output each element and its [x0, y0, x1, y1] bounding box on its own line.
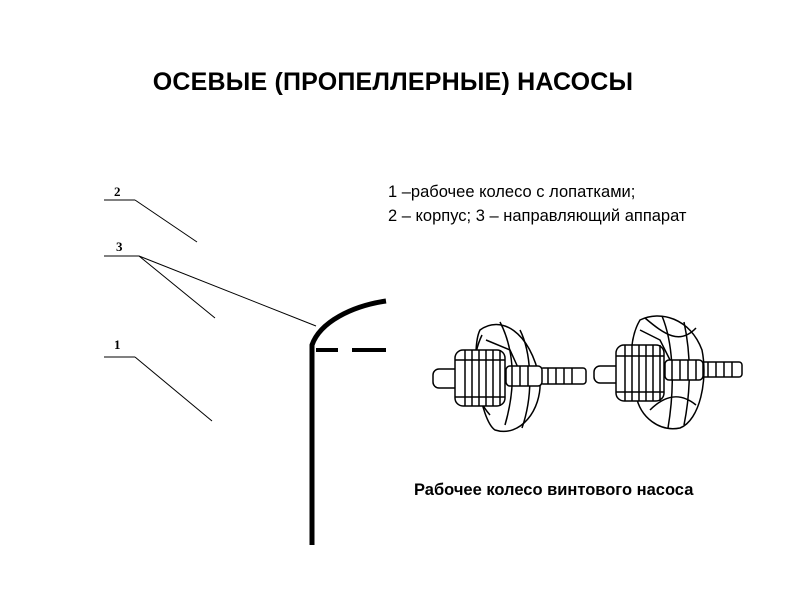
callout-leader-1 — [104, 356, 213, 422]
slide-title: ОСЕВЫЕ (ПРОПЕЛЛЕРНЫЕ) НАСОСЫ — [152, 68, 634, 96]
legend: 1 –рабочее колесо с лопатками; 2 – корпу… — [388, 180, 788, 228]
callout-leader-2 — [104, 199, 198, 243]
impeller-caption: Рабочее колесо винтового насоса — [414, 481, 694, 499]
legend-line-1: 1 –рабочее колесо с лопатками; — [388, 183, 636, 201]
impeller-right-illustration — [593, 315, 743, 430]
impeller-left-illustration — [432, 321, 587, 433]
pump-housing — [309, 298, 387, 545]
legend-line-2: 2 – корпус; 3 – направляющий аппарат — [388, 207, 687, 225]
callout-label-1: 1 — [114, 337, 121, 352]
callout-label-3: 3 — [116, 239, 123, 254]
callout-label-2: 2 — [114, 184, 121, 199]
callout-leader-3 — [104, 255, 317, 327]
